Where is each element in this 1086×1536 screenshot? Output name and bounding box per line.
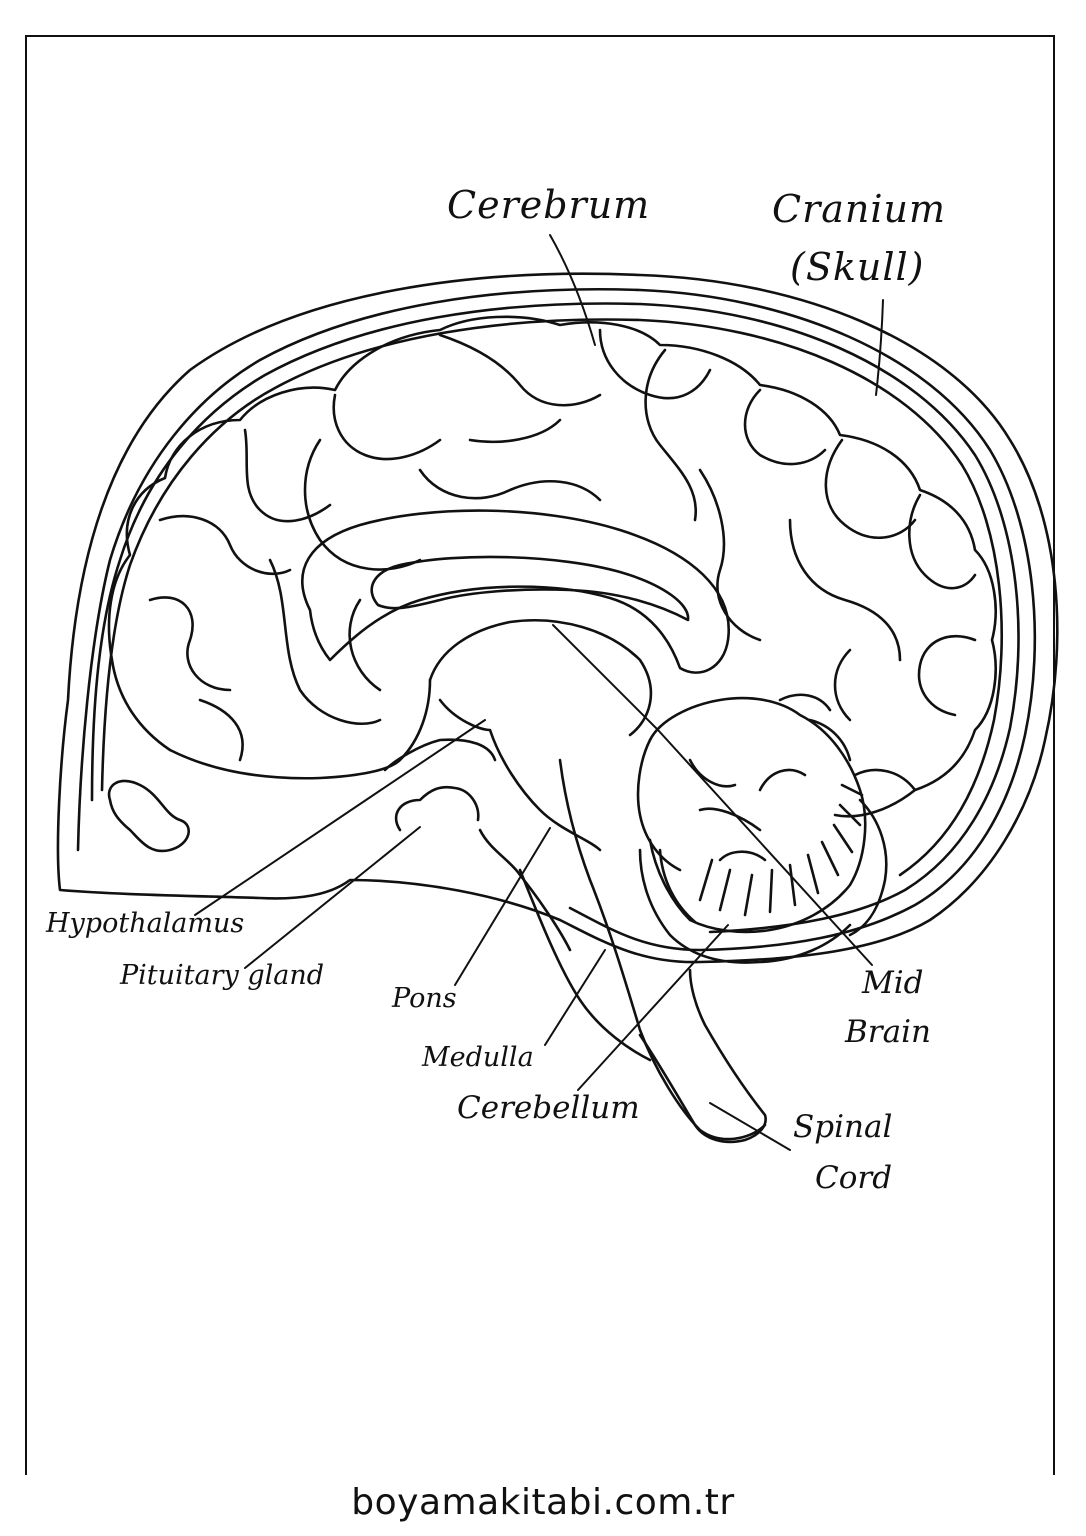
label-cranium: Cranium <box>772 187 947 231</box>
label-medulla: Medulla <box>422 1042 534 1073</box>
footer-website: boyamakitabi.com.tr <box>351 1482 735 1523</box>
spinal-cord <box>638 968 767 1144</box>
label-hypothalamus: Hypothalamus <box>46 908 245 939</box>
label-cerebellum: Cerebellum <box>457 1090 640 1126</box>
label-cerebrum: Cerebrum <box>447 183 651 227</box>
brainstem <box>383 619 767 1141</box>
cranium-outline <box>56 272 1059 964</box>
label-brain: Brain <box>845 1014 931 1050</box>
label-cord: Cord <box>815 1160 893 1196</box>
label-mid: Mid <box>862 965 924 1001</box>
label-pons: Pons <box>392 983 457 1014</box>
leader-lines <box>194 234 884 1151</box>
page-frame <box>25 35 1055 1475</box>
cerebrum-gyri <box>107 315 997 818</box>
cerebellum-shape <box>636 693 888 964</box>
label-pituitary-gland: Pituitary gland <box>120 960 325 991</box>
label-spinal: Spinal <box>793 1109 893 1145</box>
corpus-callosum <box>301 509 731 674</box>
pituitary-shape <box>107 779 190 853</box>
label-skull: (Skull) <box>790 245 925 289</box>
